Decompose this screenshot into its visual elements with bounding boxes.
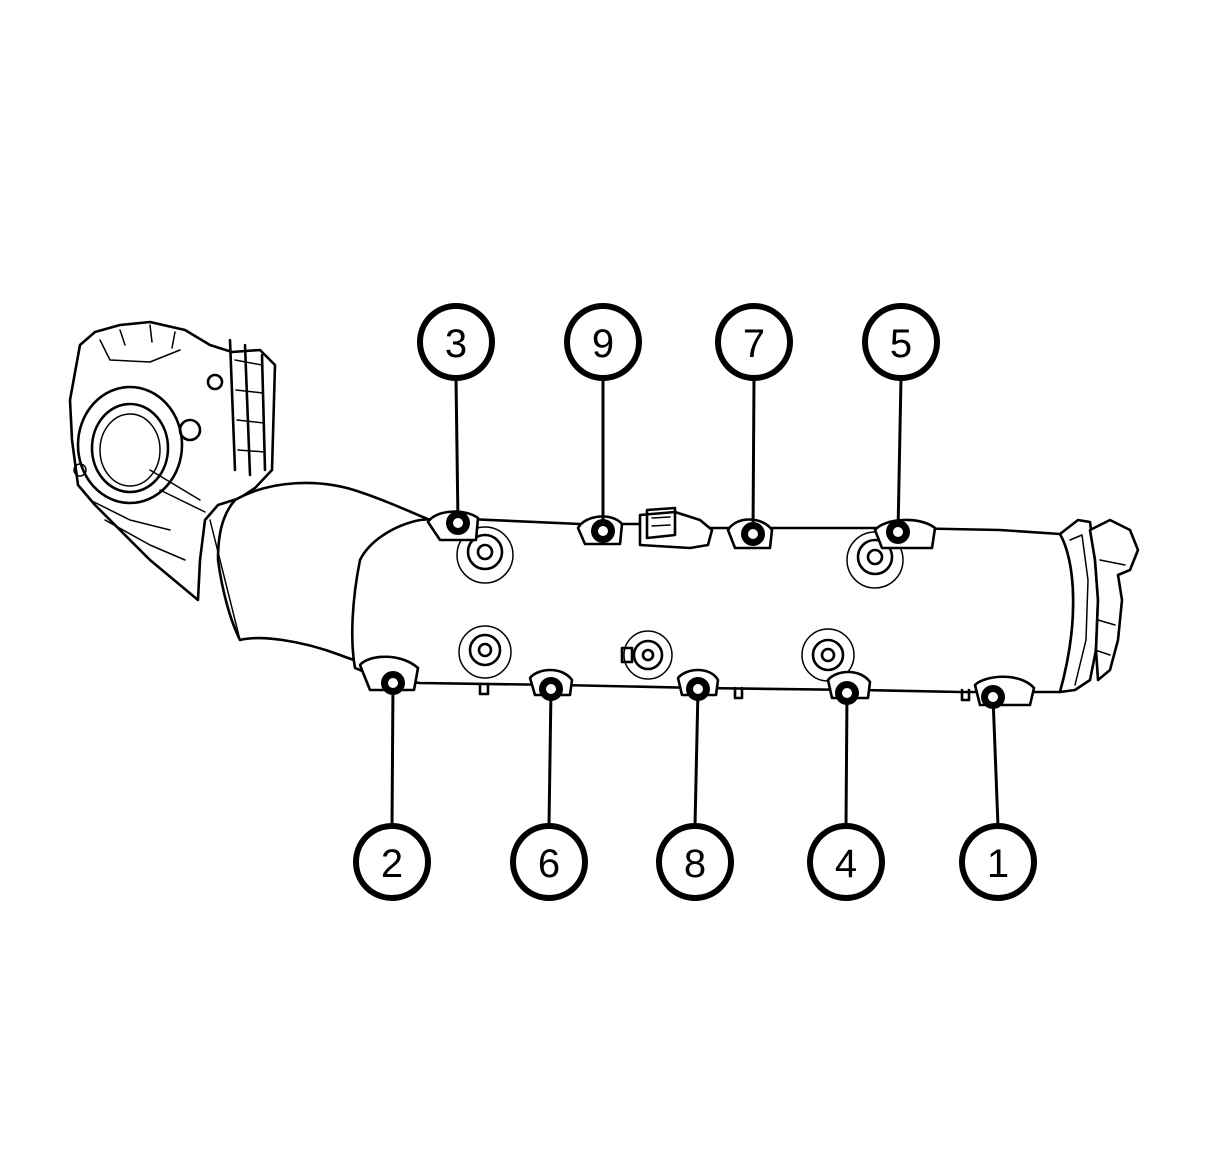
callout-label: 3 xyxy=(445,322,467,366)
callout-circle xyxy=(564,303,642,381)
bolt-center-6 xyxy=(546,684,556,694)
bolt-center-4 xyxy=(842,688,852,698)
sensor-connector xyxy=(638,506,714,550)
throttle-body xyxy=(68,320,277,602)
callout-label: 2 xyxy=(381,842,403,886)
callout-4: 4 xyxy=(807,823,885,901)
callout-label: 9 xyxy=(592,322,614,366)
callout-circle xyxy=(353,823,431,901)
port-boss xyxy=(456,526,514,584)
bolt-center-8 xyxy=(693,684,703,694)
callout-circle xyxy=(807,823,885,901)
port-boss xyxy=(846,531,904,589)
callout-label: 5 xyxy=(890,322,912,366)
callout-label: 7 xyxy=(743,322,765,366)
leader-line-3 xyxy=(454,377,460,524)
leader-line-7 xyxy=(751,377,756,535)
bolt-center-3 xyxy=(453,518,463,528)
callout-group: 1 2 3 4 5 6 7 8 9 xyxy=(353,303,1037,901)
port-boss xyxy=(620,630,673,680)
callout-label: 6 xyxy=(538,842,560,886)
callout-circle xyxy=(959,823,1037,901)
callout-circle xyxy=(656,823,734,901)
bolt-center-5 xyxy=(893,527,903,537)
bolt-center-9 xyxy=(598,526,608,536)
callout-1: 1 xyxy=(959,823,1037,901)
leader-line-8 xyxy=(693,688,700,827)
leader-line-6 xyxy=(547,688,553,827)
leader-lines xyxy=(390,377,1000,827)
bolt-heads xyxy=(381,511,1005,709)
callout-circle xyxy=(417,303,495,381)
callout-label: 8 xyxy=(684,842,706,886)
callout-6: 6 xyxy=(510,823,588,901)
bottom-pegs xyxy=(478,682,971,702)
callout-8: 8 xyxy=(656,823,734,901)
callout-label: 1 xyxy=(987,842,1009,886)
callout-label: 4 xyxy=(835,842,857,886)
callout-3: 3 xyxy=(417,303,495,381)
port-bosses xyxy=(456,526,904,682)
callout-circle xyxy=(715,303,793,381)
callout-9: 9 xyxy=(564,303,642,381)
callout-5: 5 xyxy=(862,303,940,381)
bolt-center-2 xyxy=(388,678,398,688)
leader-line-2 xyxy=(390,682,395,827)
port-boss xyxy=(458,625,512,679)
callout-circle xyxy=(510,823,588,901)
leader-line-5 xyxy=(896,377,903,533)
callout-2: 2 xyxy=(353,823,431,901)
bolt-center-7 xyxy=(748,529,758,539)
callout-7: 7 xyxy=(715,303,793,381)
leader-line-4 xyxy=(844,692,849,827)
bolt-center-1 xyxy=(988,692,998,702)
leader-line-1 xyxy=(991,696,1000,827)
callout-circle xyxy=(862,303,940,381)
